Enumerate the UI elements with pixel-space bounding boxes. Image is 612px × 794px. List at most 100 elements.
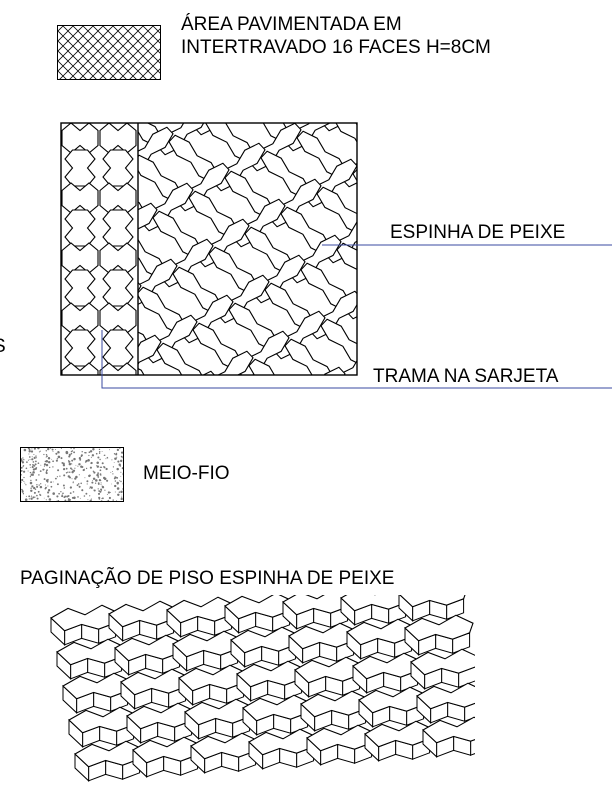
- stipple-dot: [119, 448, 121, 449]
- paver-side-face: [174, 720, 193, 742]
- stipple-dot: [69, 492, 72, 495]
- paver-tile: [465, 239, 515, 286]
- stipple-dot: [79, 463, 81, 465]
- curb-swatch: [20, 447, 124, 502]
- paver-tile: [351, 403, 401, 420]
- paver-tile: [397, 411, 447, 420]
- paver-side-face: [406, 704, 425, 726]
- stipple-dot: [43, 497, 45, 499]
- paver-side-face: [394, 636, 413, 658]
- paver-side-face: [132, 748, 148, 778]
- paver-tile: [138, 281, 142, 293]
- isometric-paver-block: [416, 682, 475, 724]
- stipple-dot: [122, 472, 123, 473]
- stipple-dot: [43, 465, 45, 467]
- stipple-dot: [22, 493, 25, 495]
- paver-side-face: [50, 616, 66, 646]
- paver-side-face: [470, 739, 475, 756]
- stipple-dot: [33, 448, 36, 450]
- stipple-dot: [49, 448, 52, 449]
- stipple-dot: [31, 456, 33, 458]
- paver-side-face: [122, 758, 141, 780]
- paver-side-face: [139, 619, 158, 640]
- stipple-dot: [68, 455, 71, 458]
- paver-top-face: [416, 682, 475, 710]
- stipple-dot: [21, 459, 23, 462]
- paver-side-face: [230, 638, 246, 668]
- stipple-dot: [100, 490, 102, 492]
- stipple-dot: [97, 492, 101, 495]
- stipple-dot: [74, 467, 76, 469]
- stipple-dot: [29, 464, 31, 466]
- stipple-dot: [28, 453, 30, 455]
- edge-mark: S: [0, 336, 6, 358]
- paver-side-face: [255, 611, 274, 632]
- isometric-title: PAGINAÇÃO DE PISO ESPINHA DE PEIXE: [20, 568, 395, 589]
- paver-tile: [336, 242, 357, 270]
- paver-tile: [338, 359, 357, 375]
- stipple-dot: [69, 467, 72, 470]
- stipple-dot: [32, 471, 34, 473]
- stipple-dot: [54, 449, 56, 450]
- gutter-paver-tile: [61, 302, 99, 334]
- stipple-dot: [70, 452, 73, 455]
- paver-tile: [138, 202, 158, 230]
- stipple-dot: [100, 500, 103, 501]
- paver-side-face: [446, 598, 465, 620]
- stipple-dot: [73, 448, 75, 450]
- paver-tile: [443, 419, 493, 420]
- paver-side-face: [296, 607, 315, 630]
- stipple-dot: [71, 468, 73, 471]
- stipple-dot: [94, 501, 95, 502]
- stipple-dot: [32, 464, 35, 466]
- stipple-dot: [38, 451, 40, 453]
- paver-side-face: [105, 759, 124, 780]
- paver-top-face: [346, 618, 416, 646]
- stipple-dot: [116, 456, 118, 458]
- paver-side-face: [306, 736, 322, 766]
- paver-top-face: [108, 600, 178, 628]
- paver-side-face: [273, 713, 292, 734]
- stipple-dot: [43, 453, 45, 456]
- stipple-dot: [44, 463, 46, 466]
- paver-top-face: [306, 724, 376, 752]
- paver-side-face: [422, 728, 438, 758]
- stipple-dot: [21, 470, 22, 472]
- stipple-dot: [62, 484, 65, 487]
- paver-tile: [525, 407, 575, 420]
- stipple-dot: [84, 468, 85, 470]
- stipple-dot: [34, 496, 36, 498]
- paver-side-face: [184, 710, 200, 740]
- gutter-paver-tile: [61, 362, 99, 375]
- paver-tile: [399, 175, 449, 222]
- isometric-paver-block: [358, 686, 428, 728]
- stipple-dot: [73, 457, 76, 461]
- stipple-dot: [95, 465, 97, 467]
- paver-tile: [223, 407, 273, 420]
- paver-top-face: [56, 638, 126, 666]
- stipple-dot: [59, 475, 61, 477]
- paver-side-face: [190, 744, 206, 774]
- stipple-dot: [100, 484, 102, 485]
- isometric-paver-block: [352, 652, 422, 694]
- stipple-dot: [76, 484, 79, 487]
- stipple-dot: [38, 474, 40, 476]
- stipple-dot: [43, 478, 46, 481]
- paver-tile: [485, 295, 535, 342]
- stipple-dot: [95, 479, 98, 482]
- paver-side-face: [120, 680, 136, 710]
- stipple-dot: [79, 458, 82, 461]
- stipple-dot: [39, 470, 42, 472]
- stipple-dot: [39, 494, 42, 496]
- paver-side-face: [244, 645, 263, 668]
- stipple-dot: [97, 488, 99, 490]
- stipple-dot: [47, 489, 51, 492]
- paver-side-face: [238, 750, 257, 772]
- gutter-paver-tile: [64, 149, 96, 187]
- paver-side-face: [395, 739, 414, 760]
- stipple-dot: [95, 452, 98, 455]
- paver-side-face: [108, 612, 124, 642]
- stipple-dot: [35, 467, 38, 469]
- paver-tile: [138, 368, 145, 375]
- stipple-dot: [30, 487, 32, 489]
